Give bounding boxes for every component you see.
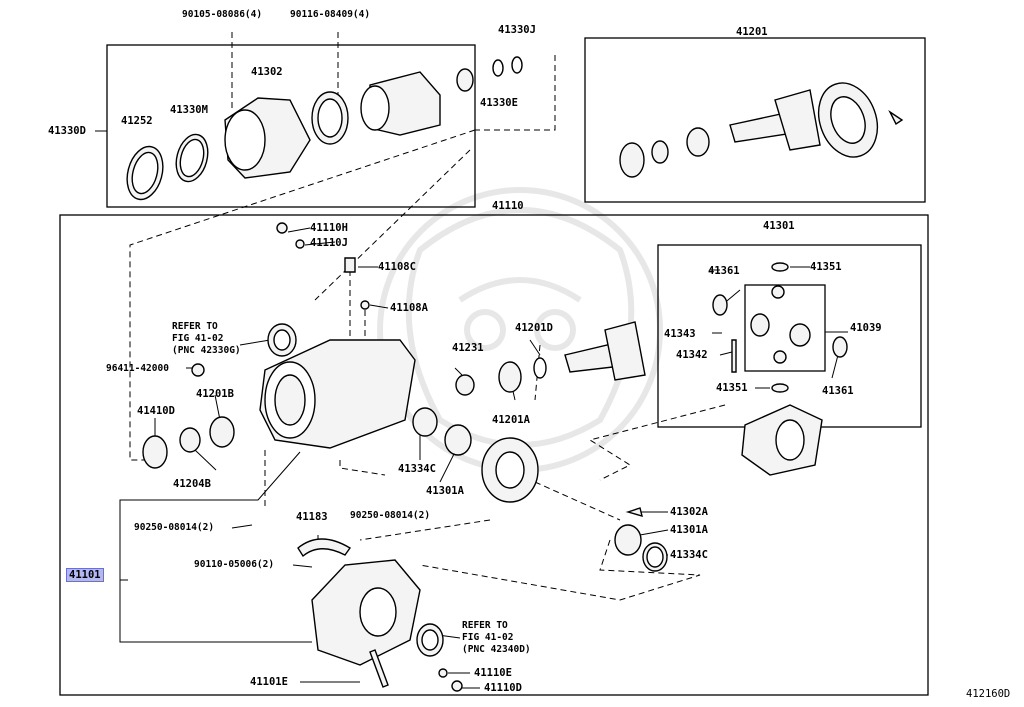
label-41302[interactable]: 41302 (251, 66, 283, 78)
note-refer-bottom-line3: (PNC 42340D) (462, 644, 531, 655)
note-refer-top: REFER TO FIG 41-02 (PNC 42330G) (172, 321, 241, 357)
note-refer-top-line1: REFER TO (172, 321, 218, 332)
label-41361-top[interactable]: 41361 (708, 265, 740, 277)
dashed-leaders (129, 32, 726, 601)
label-41108A[interactable]: 41108A (390, 302, 428, 314)
note-refer-top-line3: (PNC 42330G) (172, 345, 241, 356)
label-90116-08409[interactable]: 90116-08409(4) (290, 9, 371, 20)
label-90250-08014-a[interactable]: 90250-08014(2) (134, 522, 215, 533)
label-41110E[interactable]: 41110E (474, 667, 512, 679)
box-41201 (584, 37, 926, 203)
part-41183-bracket (297, 538, 352, 558)
label-41252[interactable]: 41252 (121, 115, 153, 127)
label-41039[interactable]: 41039 (850, 322, 882, 334)
label-41301A-a[interactable]: 41301A (426, 485, 464, 497)
label-41334C-b[interactable]: 41334C (670, 549, 708, 561)
label-96411-42000[interactable]: 96411-42000 (106, 363, 169, 374)
box-41330D (106, 44, 476, 208)
label-41201A[interactable]: 41201A (492, 414, 530, 426)
box-41039 (744, 284, 826, 372)
label-41204B[interactable]: 41204B (173, 478, 211, 490)
label-41108C[interactable]: 41108C (378, 261, 416, 273)
label-90110-05006[interactable]: 90110-05006(2) (194, 559, 275, 570)
part-41231 (455, 374, 475, 396)
label-41110H[interactable]: 41110H (310, 222, 348, 234)
part-bearing-a (619, 142, 645, 178)
label-41183[interactable]: 41183 (296, 511, 328, 523)
label-41101[interactable]: 41101 (66, 568, 104, 582)
part-41410D (142, 435, 168, 469)
label-41334C-a[interactable]: 41334C (398, 463, 436, 475)
label-41110[interactable]: 41110 (492, 200, 524, 212)
label-41410D[interactable]: 41410D (137, 405, 175, 417)
part-41334C-a (412, 407, 438, 437)
label-41330D[interactable]: 41330D (48, 125, 86, 137)
label-41361-bottom[interactable]: 41361 (822, 385, 854, 397)
label-41330E[interactable]: 41330E (480, 97, 518, 109)
label-41201B[interactable]: 41201B (196, 388, 234, 400)
label-41231[interactable]: 41231 (452, 342, 484, 354)
label-41201D[interactable]: 41201D (515, 322, 553, 334)
label-41301A-b[interactable]: 41301A (670, 524, 708, 536)
label-41351-bottom[interactable]: 41351 (716, 382, 748, 394)
label-41110D[interactable]: 41110D (484, 682, 522, 694)
note-refer-bottom-line1: REFER TO (462, 620, 508, 631)
note-refer-top-line2: FIG 41-02 (172, 333, 224, 344)
label-41201[interactable]: 41201 (736, 26, 768, 38)
label-41330M[interactable]: 41330M (170, 104, 208, 116)
label-41342[interactable]: 41342 (676, 349, 708, 361)
label-41302A[interactable]: 41302A (670, 506, 708, 518)
note-refer-bottom-line2: FIG 41-02 (462, 632, 514, 643)
box-41110 (59, 214, 929, 696)
part-small-bearing (456, 68, 474, 92)
label-41330J[interactable]: 41330J (498, 24, 536, 36)
label-41351-top[interactable]: 41351 (810, 261, 842, 273)
part-shapes (126, 56, 904, 692)
label-90105-08086[interactable]: 90105-08086(4) (182, 9, 263, 20)
label-41301[interactable]: 41301 (763, 220, 795, 232)
label-90250-08014-b[interactable]: 90250-08014(2) (350, 510, 431, 521)
diagram-id: 412160D (966, 688, 1011, 700)
label-41343[interactable]: 41343 (664, 328, 696, 340)
label-41101E[interactable]: 41101E (250, 676, 288, 688)
note-refer-bottom: REFER TO FIG 41-02 (PNC 42340D) (462, 620, 531, 656)
part-41301A-b (614, 524, 642, 556)
label-41110J[interactable]: 41110J (310, 237, 348, 249)
